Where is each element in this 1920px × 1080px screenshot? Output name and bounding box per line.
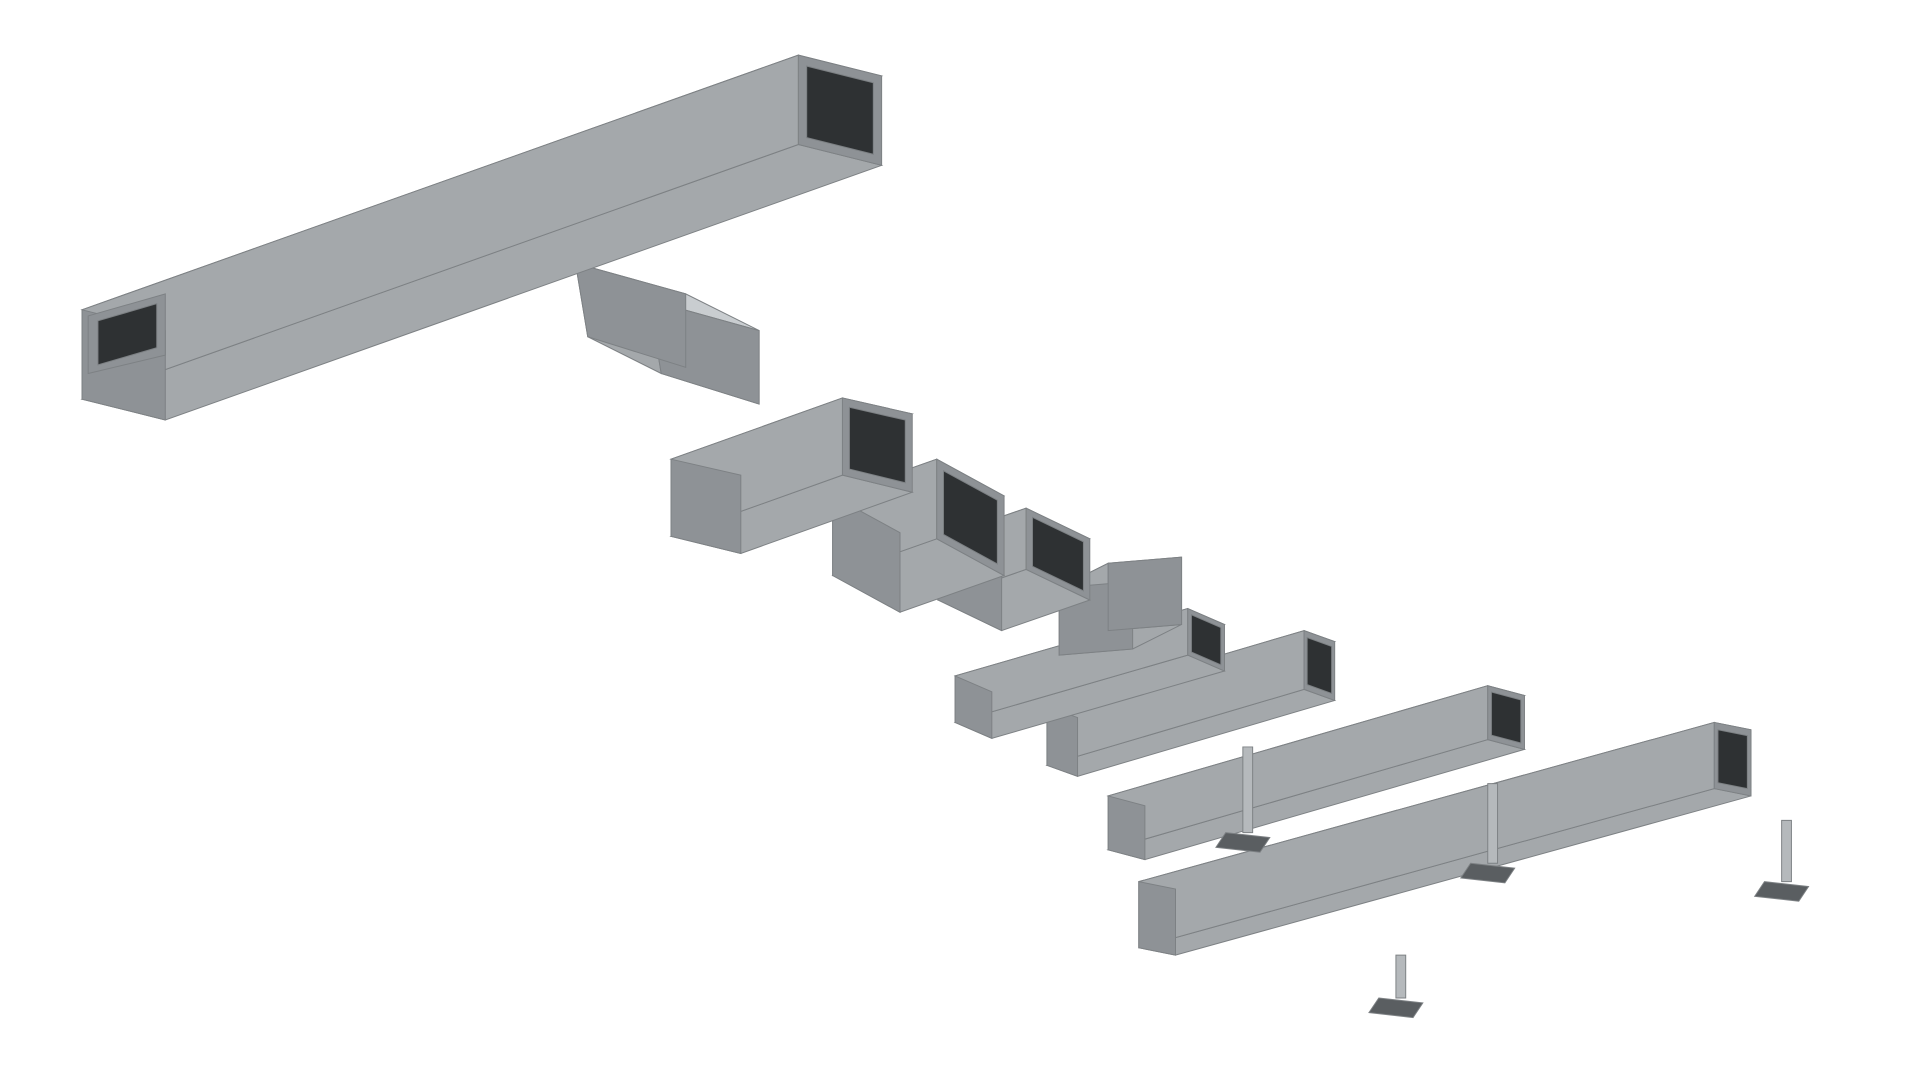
drop-pipe [1395,954,1407,999]
duct-far-end [1107,795,1146,861]
duct-end-face [574,262,687,369]
ceiling-diffuser [1215,832,1271,853]
duct-opening [1032,516,1084,592]
duct-opening [848,406,906,484]
duct-far-end [954,675,993,740]
drop-pipe [1242,746,1254,834]
ceiling-diffuser [1459,862,1516,884]
duct-opening [1717,729,1748,790]
duct-opening [942,469,998,565]
duct-far-end [670,458,742,555]
duct-opening [1490,691,1522,744]
duct-opening [1306,636,1333,695]
duct-far-end [1138,881,1176,956]
duct-end-face [1107,556,1183,632]
duct-opening [97,303,158,366]
drop-pipe [1781,819,1792,883]
duct-far-end [832,495,901,614]
drop-pipe [1487,783,1499,864]
duct-opening [806,65,874,155]
duct-segments [80,54,1810,1019]
duct-opening [1190,614,1222,666]
ceiling-diffuser [1753,881,1810,902]
ceiling-diffuser [1368,997,1424,1019]
